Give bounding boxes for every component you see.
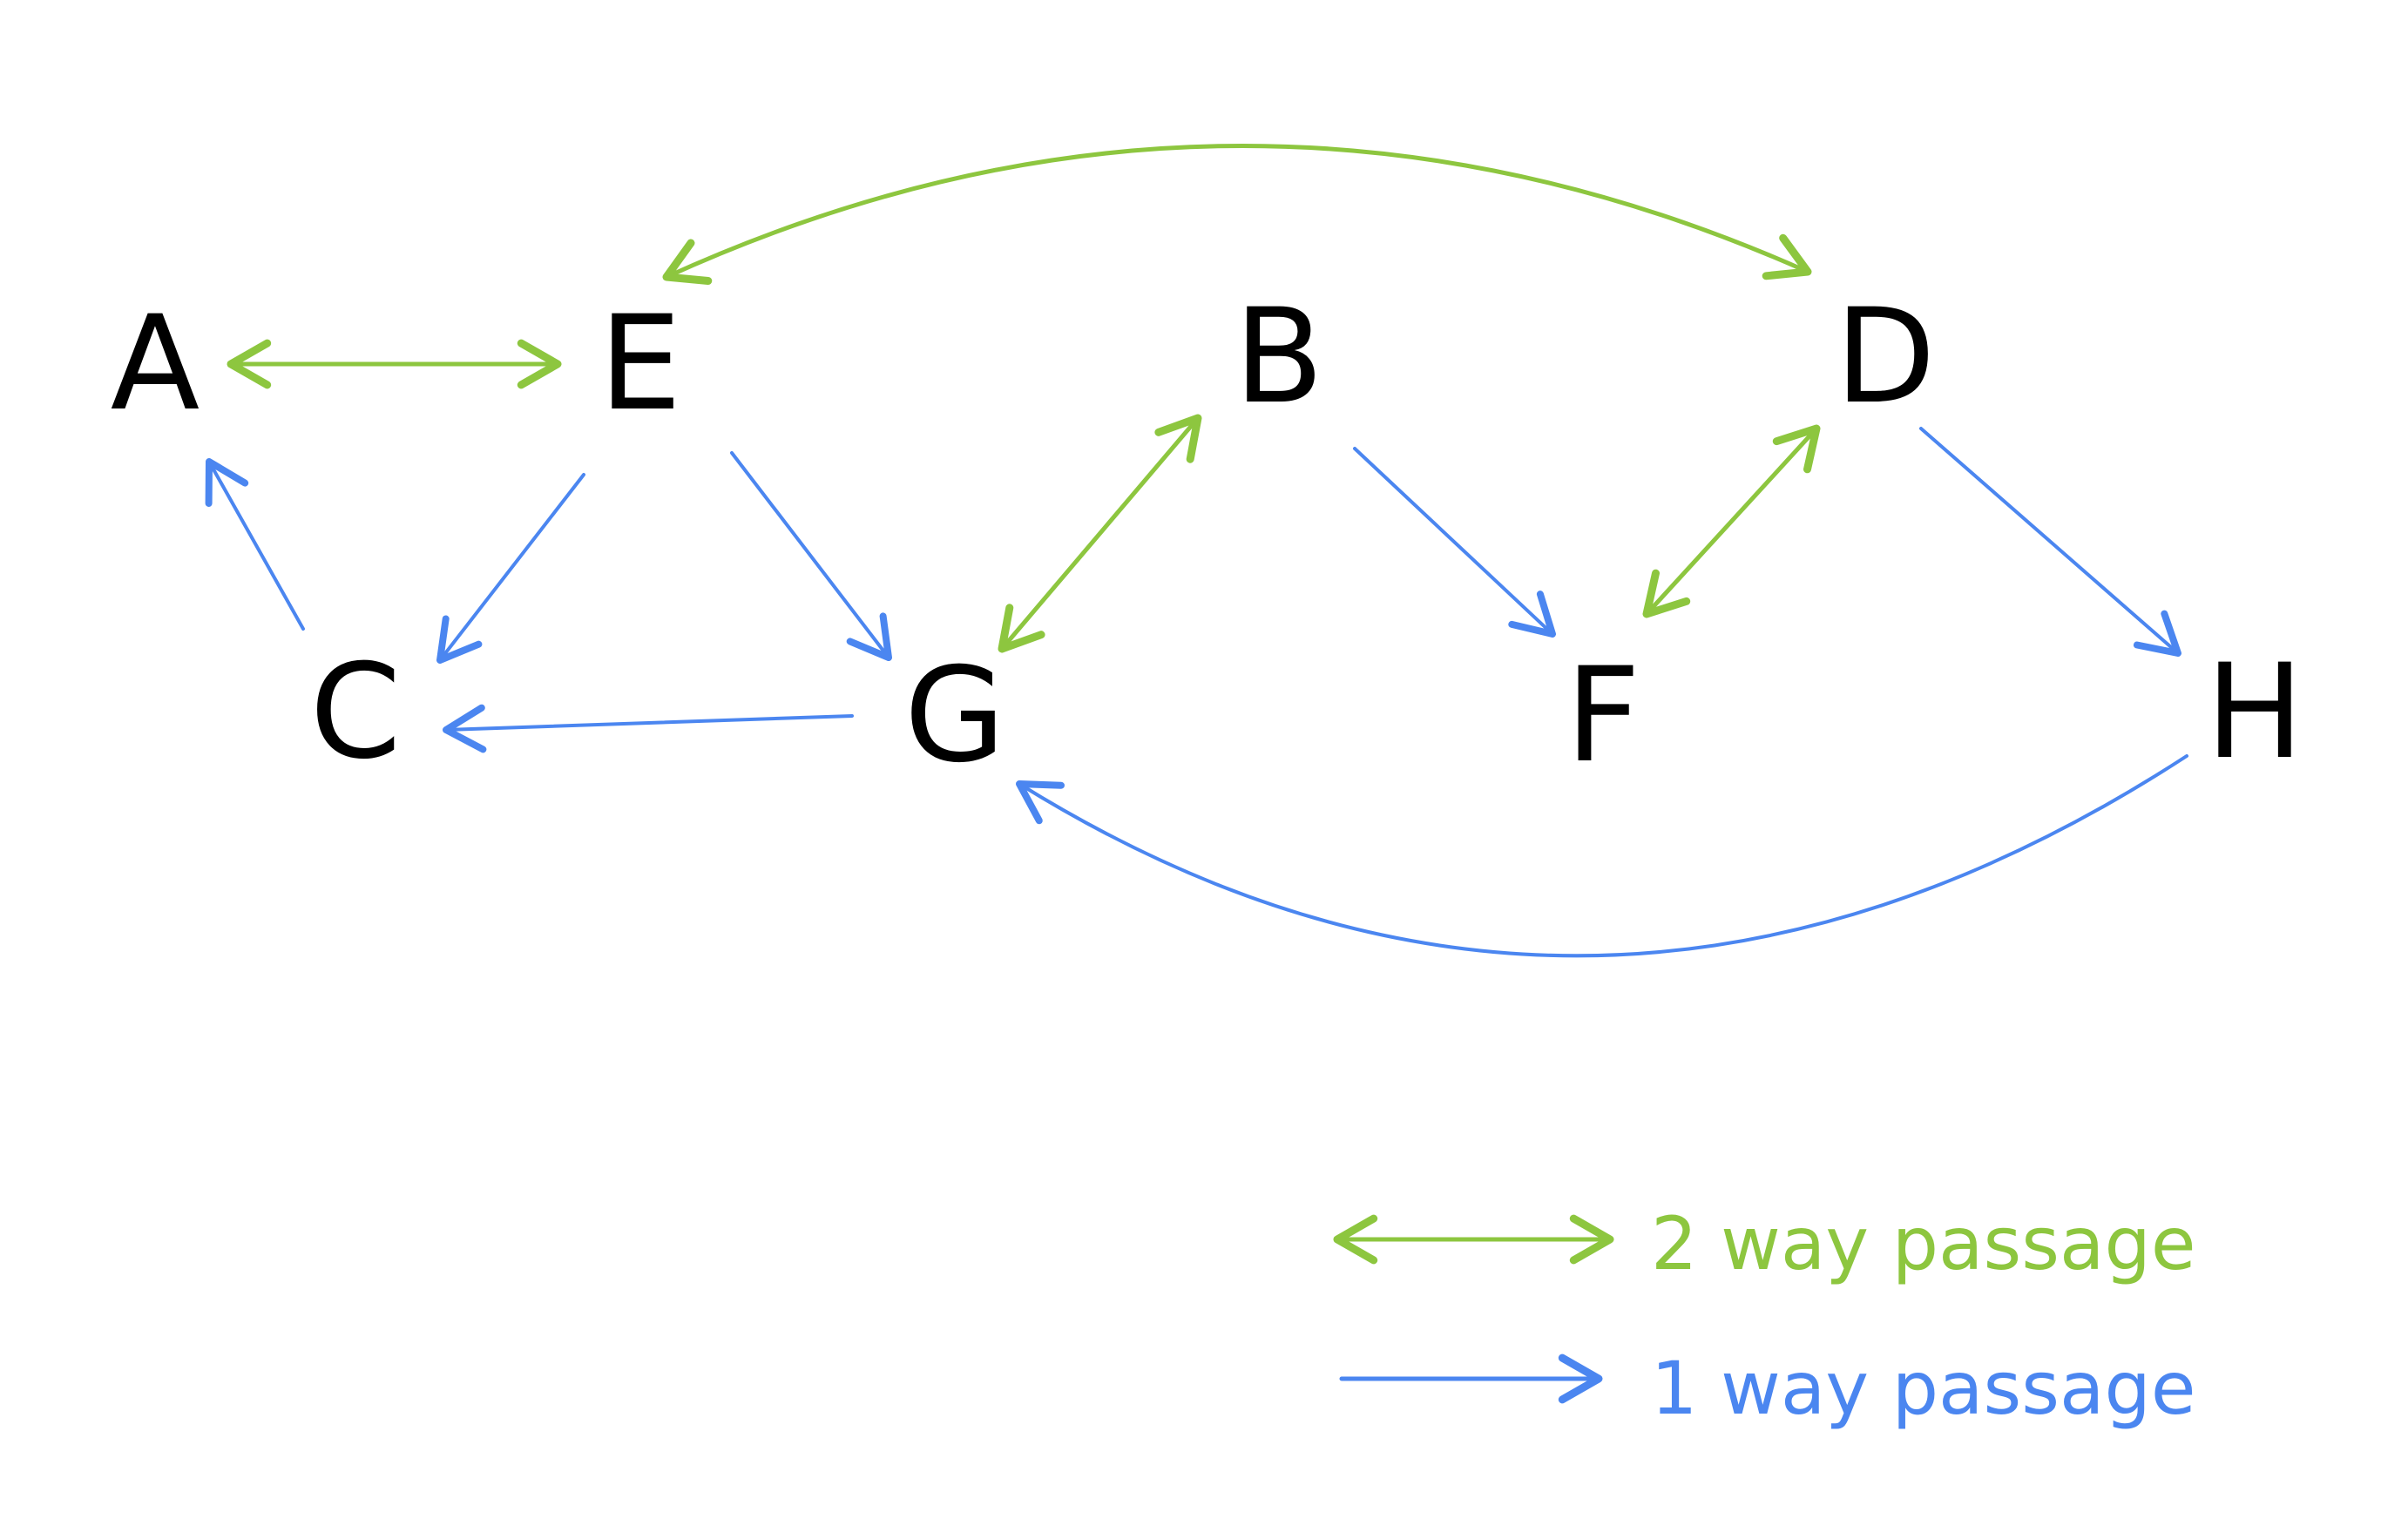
arrowhead-end-icon (2133, 610, 2181, 657)
arrowhead-start-icon (1772, 424, 1821, 474)
edge-line (444, 714, 854, 732)
arrowhead-end-icon (1762, 233, 1812, 280)
arrowhead-start-icon (227, 339, 272, 389)
edge-line (1644, 426, 1819, 617)
edge-d-f-two-way (1642, 424, 1821, 618)
nodes-layer: A E B D C G F H (111, 281, 2304, 792)
legend-one-way-entry: 1 way passage (1339, 1346, 2196, 1431)
legend-one-way-label: 1 way passage (1651, 1346, 2196, 1431)
legend-one-way-arrow-icon (1339, 1353, 1603, 1404)
arrowhead-end-icon (998, 604, 1045, 653)
edge-g-c-one-way (443, 704, 854, 753)
edge-line (1919, 427, 2180, 655)
arrowhead-end-icon (443, 704, 487, 753)
edge-c-a-one-way (205, 458, 305, 631)
arrowhead-end-icon (1558, 1353, 1603, 1404)
node-a: A (111, 288, 200, 440)
arrowhead-end-icon (1016, 780, 1065, 825)
edge-b-f-one-way (1353, 447, 1556, 638)
edge-line (207, 460, 305, 631)
node-c: C (310, 637, 402, 788)
arrowhead-end-icon (205, 458, 249, 507)
legend-two-way-arrow-icon (1333, 1214, 1614, 1265)
legend-two-way-entry: 2 way passage (1333, 1201, 2196, 1286)
edge-line (1353, 447, 1554, 636)
edge-line (730, 451, 890, 659)
edge-d-h-one-way (1919, 427, 2181, 657)
arrowhead-end-icon (1642, 569, 1691, 618)
arrowhead-start-icon (662, 239, 713, 285)
edge-e-d-two-way (662, 144, 1812, 285)
edge-line (438, 473, 585, 662)
edge-line (664, 144, 1810, 280)
legend-two-way-label: 2 way passage (1651, 1201, 2196, 1286)
edge-line (1018, 754, 2188, 958)
edge-e-c-one-way (436, 473, 585, 664)
node-b: B (1234, 281, 1324, 433)
node-g: G (904, 640, 1005, 792)
node-f: F (1566, 640, 1640, 792)
edge-e-g-one-way (730, 451, 892, 661)
node-e: E (599, 288, 682, 440)
arrowhead-start-icon (1333, 1214, 1378, 1265)
legend: 2 way passage 1 way passage (1333, 1201, 2196, 1431)
arrowhead-end-icon (517, 339, 562, 389)
edges-layer (205, 144, 2188, 958)
node-d: D (1835, 281, 1936, 433)
arrowhead-end-icon (436, 615, 483, 664)
edge-h-g-one-way (1016, 754, 2188, 958)
node-h: H (2206, 637, 2304, 788)
edge-a-e-two-way (227, 339, 562, 389)
arrowhead-end-icon (1569, 1214, 1614, 1265)
arrowhead-end-icon (846, 612, 892, 661)
edge-b-g-two-way (998, 414, 1202, 653)
arrowhead-start-icon (1154, 414, 1202, 463)
arrowhead-end-icon (1508, 591, 1556, 638)
edge-line (999, 415, 1201, 651)
